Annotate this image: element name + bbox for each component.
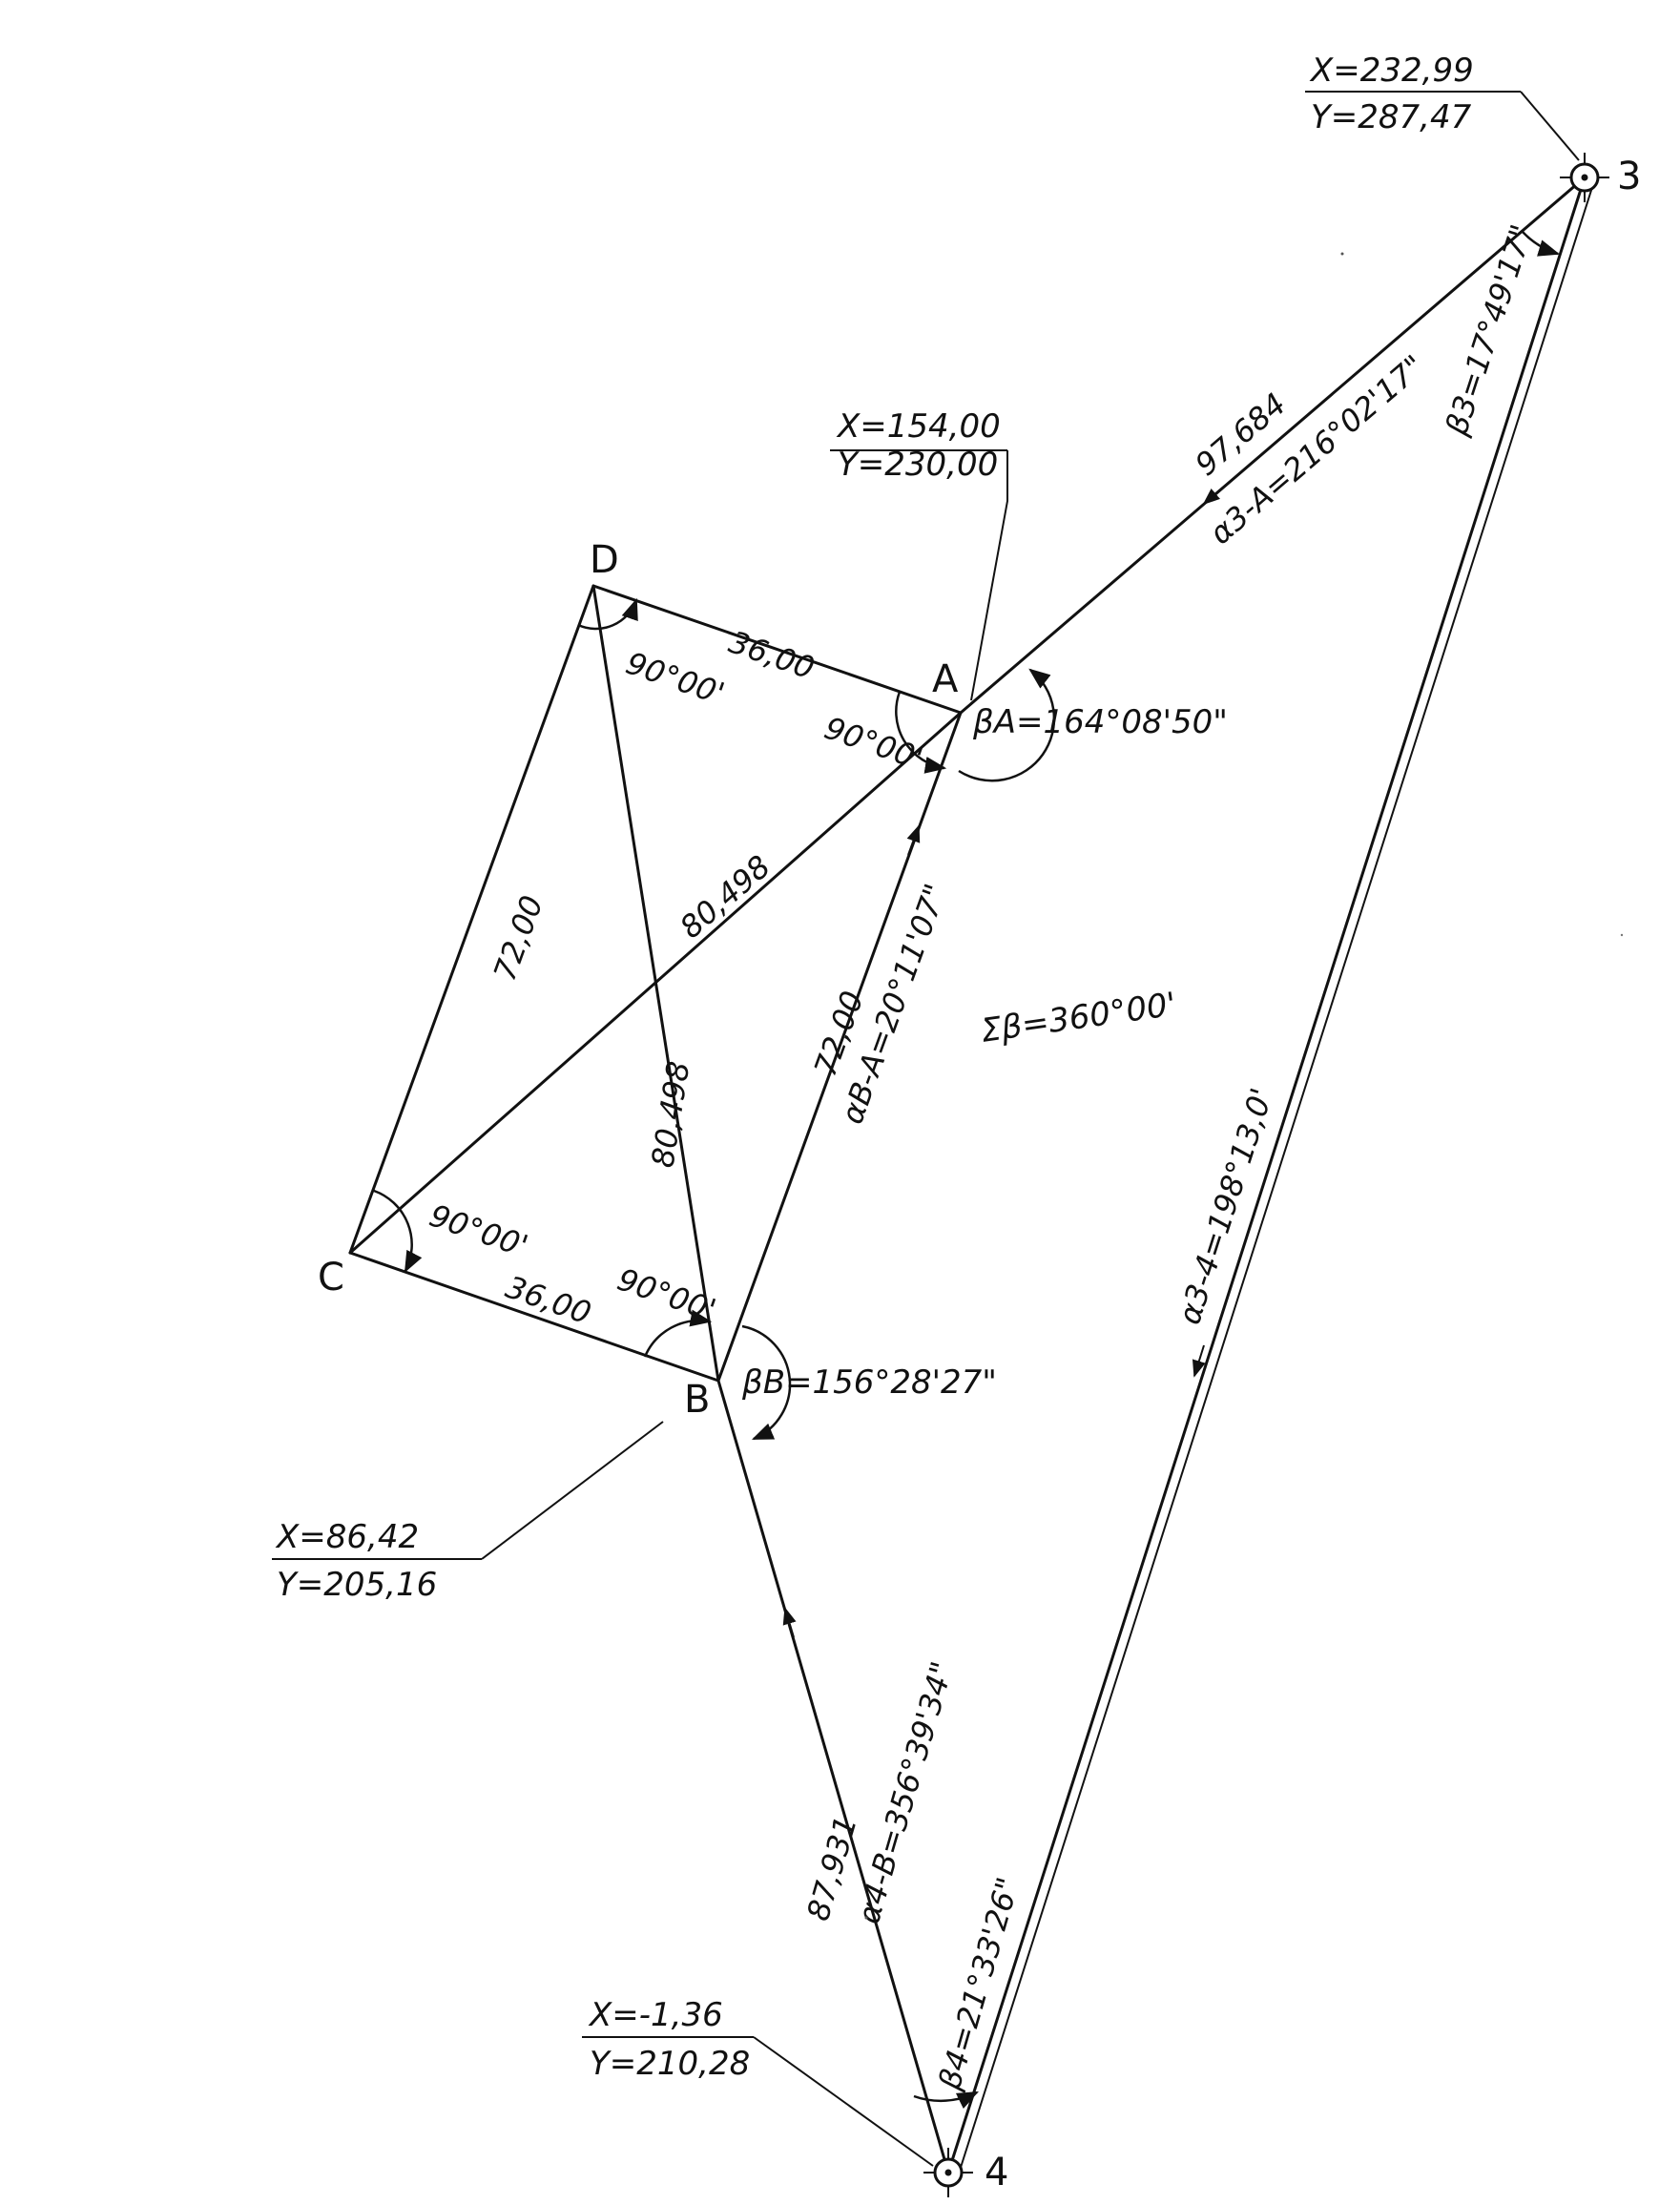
coord-callout-b: X=86,42 Y=205,16 bbox=[272, 1421, 664, 1604]
point-label-3: 3 bbox=[1617, 155, 1641, 198]
coord-a-y: Y=230,00 bbox=[838, 446, 998, 484]
coord-4-x: X=-1,36 bbox=[588, 1996, 723, 2034]
angle-beta-4: β4=21°33'26" bbox=[931, 1873, 1027, 2094]
azimuth-3-4: α3-4=198°13,0' bbox=[1171, 1084, 1279, 1329]
angle-d-right: 90°00' bbox=[621, 645, 729, 713]
arc-b-beta bbox=[741, 1324, 792, 1441]
arrow-3-4 bbox=[1192, 1344, 1206, 1378]
arrow-4-b bbox=[782, 1607, 797, 1638]
edge-d-a bbox=[591, 584, 963, 715]
arc-b-right bbox=[643, 1309, 713, 1358]
length-d-a: 36,00 bbox=[724, 624, 819, 687]
edge-4-b bbox=[716, 1379, 950, 2174]
coord-4-y: Y=210,28 bbox=[590, 2045, 750, 2083]
coord-3-x: X=232,99 bbox=[1309, 52, 1474, 90]
station-3-symbol bbox=[1560, 153, 1609, 202]
arrow-b-a bbox=[906, 824, 921, 856]
coord-3-y: Y=287,47 bbox=[1311, 98, 1472, 136]
arc-a-right bbox=[895, 691, 947, 774]
coord-b-y: Y=205,16 bbox=[277, 1566, 437, 1604]
arc-a-beta bbox=[958, 668, 1056, 782]
edge-c-b bbox=[348, 1251, 720, 1383]
scan-dot bbox=[864, 1916, 868, 1920]
edge-3-4 bbox=[946, 176, 1587, 2174]
length-c-a: 80,498 bbox=[673, 848, 777, 946]
point-label-a: A bbox=[932, 657, 959, 701]
angle-a-right: 90°00' bbox=[819, 710, 927, 778]
scan-dot bbox=[1340, 252, 1344, 256]
azimuth-4-b: α4-B=356°39'34" bbox=[850, 1657, 961, 1927]
coord-callout-4: X=-1,36 Y=210,28 bbox=[582, 1996, 934, 2167]
arrow-3-a bbox=[1202, 480, 1232, 506]
sum-of-angles: Σβ=360°00' bbox=[979, 986, 1179, 1050]
angle-arcs bbox=[373, 231, 1561, 2110]
point-label-b: B bbox=[684, 1378, 710, 1422]
arc-c bbox=[373, 1189, 423, 1273]
network-lines bbox=[348, 176, 1595, 2177]
station-4-symbol bbox=[923, 2148, 973, 2197]
angle-beta-b: βB=156°28'27" bbox=[741, 1363, 997, 1402]
angle-b-right: 90°00' bbox=[612, 1261, 720, 1329]
coord-b-x: X=86,42 bbox=[275, 1518, 419, 1556]
length-c-d: 72,00 bbox=[487, 891, 550, 986]
angle-beta-a: βA=164°08'50" bbox=[972, 703, 1228, 741]
direction-arrows bbox=[782, 480, 1232, 1638]
point-label-d: D bbox=[590, 538, 619, 582]
coord-callout-3: X=232,99 Y=287,47 bbox=[1305, 52, 1580, 161]
scan-dot bbox=[1620, 933, 1624, 937]
length-d-b: 80,498 bbox=[644, 1059, 696, 1171]
point-label-4: 4 bbox=[985, 2151, 1008, 2195]
coord-a-x: X=154,00 bbox=[836, 407, 1001, 446]
edge-3-a bbox=[959, 176, 1587, 715]
edge-b-a bbox=[716, 711, 963, 1383]
coord-callout-a: X=154,00 Y=230,00 bbox=[830, 407, 1008, 701]
arc-4-beta bbox=[913, 2091, 980, 2110]
angle-c-right: 90°00' bbox=[425, 1197, 532, 1265]
arc-3-beta bbox=[1522, 231, 1561, 257]
arc-d bbox=[577, 597, 638, 631]
diagonal-d-b bbox=[591, 584, 720, 1383]
edge-3-4-second bbox=[957, 180, 1595, 2177]
angle-beta-3: β3=17°49'17" bbox=[1438, 220, 1540, 441]
edge-c-d bbox=[348, 584, 595, 1255]
point-label-c: C bbox=[318, 1256, 344, 1300]
